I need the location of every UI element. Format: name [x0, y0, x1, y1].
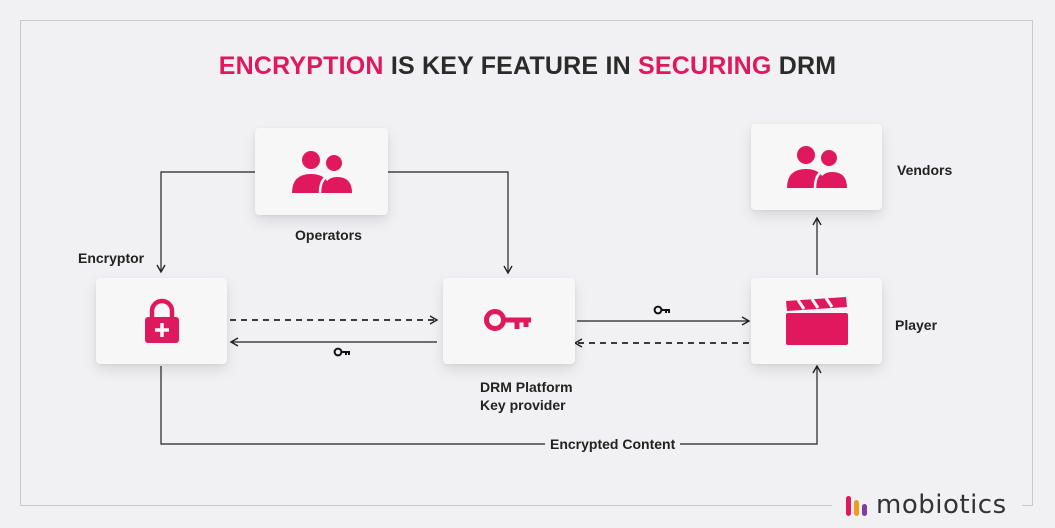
drm-label-line2: Key provider	[480, 397, 566, 413]
key-icon	[484, 309, 531, 331]
operators-label: Operators	[295, 227, 362, 243]
vendors-node	[751, 124, 882, 210]
drm-platform-node	[443, 278, 575, 364]
title-end: DRM	[778, 52, 837, 80]
operators-node	[255, 128, 388, 215]
vendors-label: Vendors	[897, 162, 953, 178]
title-accent-encryption: ENCRYPTION	[218, 52, 384, 80]
clapperboard-icon	[785, 297, 848, 345]
brand-name: mobiotics	[876, 490, 1007, 520]
drm-platform-label: DRM Platform Key provider	[480, 378, 573, 414]
edge-encrypted-content-left	[160, 366, 545, 445]
mobiotics-logo: mobiotics	[832, 488, 1022, 522]
users-icon	[291, 150, 352, 193]
encryptor-node	[96, 278, 227, 364]
lock-plus-icon	[144, 298, 179, 343]
drm-label-line1: DRM Platform	[480, 379, 573, 395]
title-middle: IS KEY FEATURE IN	[390, 52, 631, 80]
diagram-frame	[20, 20, 1033, 506]
player-label: Player	[895, 317, 938, 333]
encryptor-label: Encryptor	[78, 250, 145, 266]
key-icon	[333, 347, 350, 357]
edge-operators-drm	[388, 171, 513, 275]
title-accent-securing: SECURING	[638, 52, 772, 80]
diagram-title: ENCRYPTION IS KEY FEATURE IN SECURING DR…	[0, 52, 1055, 81]
player-node	[751, 278, 882, 364]
mobiotics-logo-icon	[846, 496, 867, 516]
edge-operators-encryptor	[156, 171, 255, 274]
key-icon	[653, 305, 670, 315]
users-icon	[786, 146, 847, 189]
encrypted-content-label: Encrypted Content	[550, 436, 676, 452]
edge-encrypted-content-right	[680, 364, 822, 445]
